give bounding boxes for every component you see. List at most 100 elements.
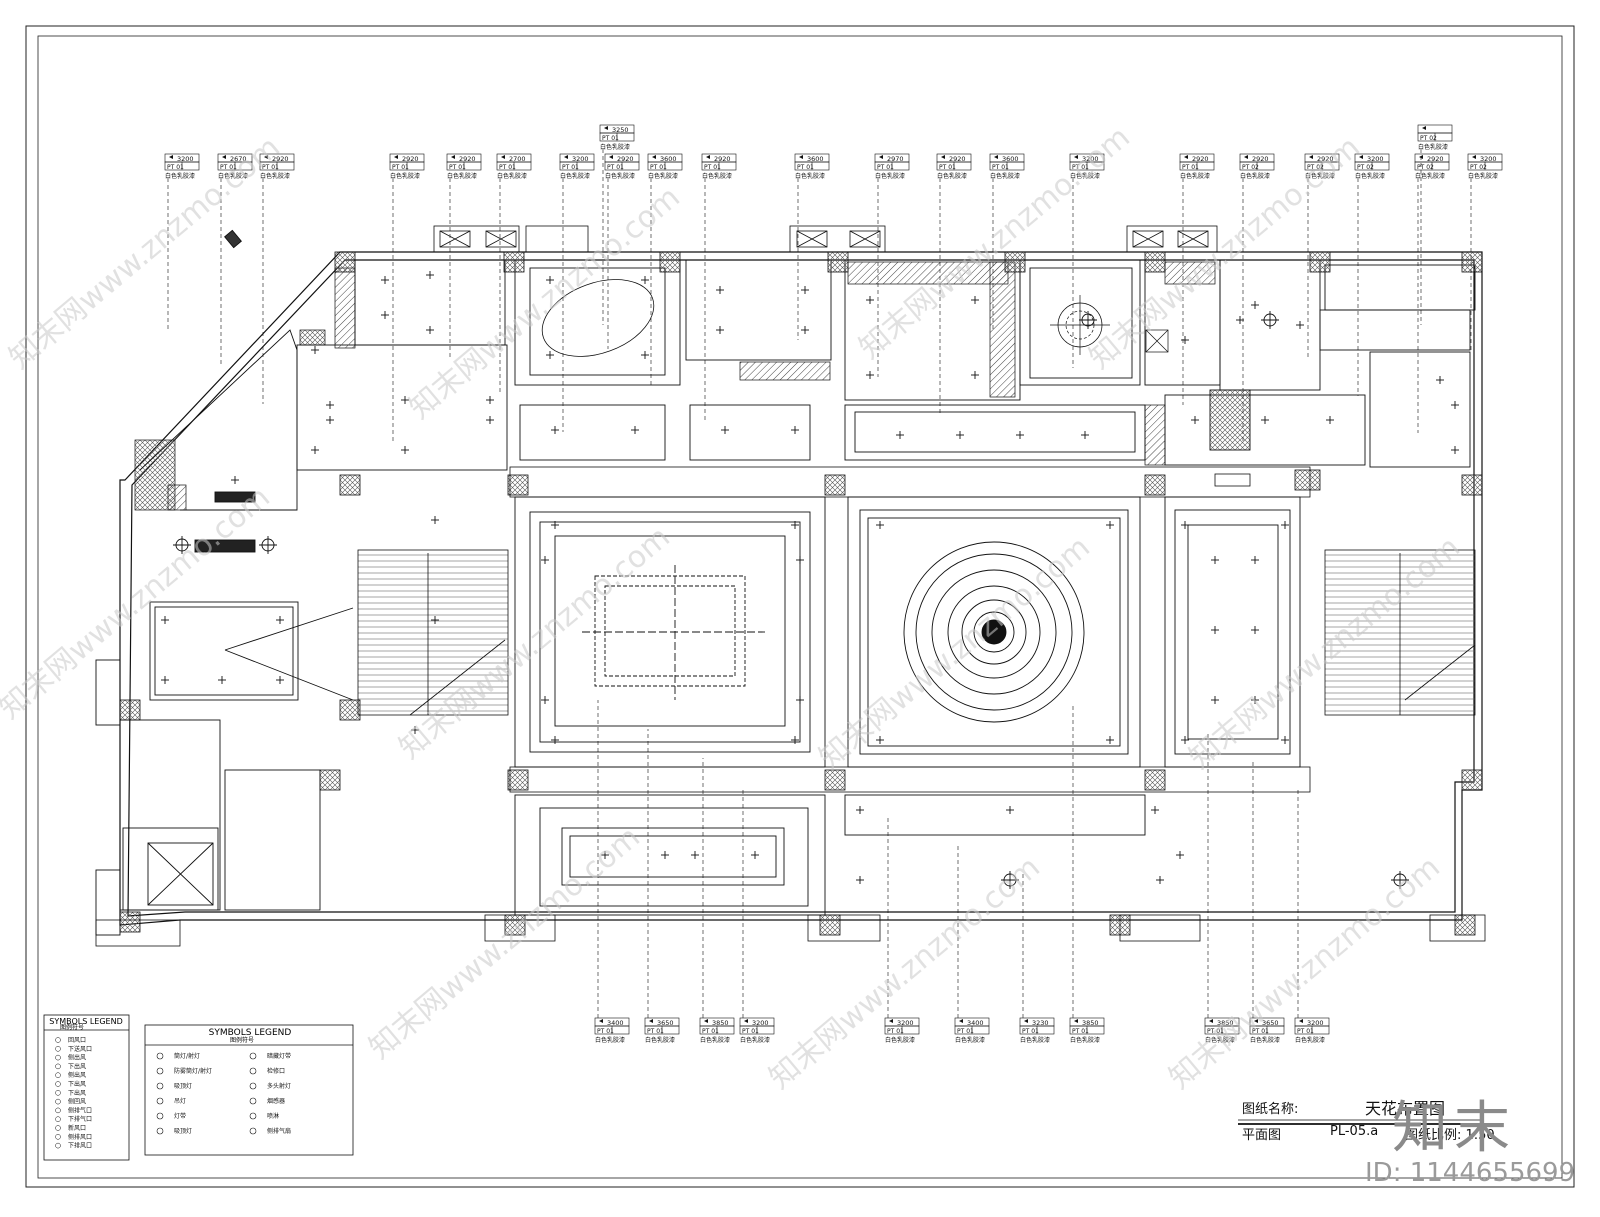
tag-note: 白色乳胶漆 (497, 172, 527, 180)
light-fixture-icon (791, 426, 799, 434)
hall-frieze (509, 466, 1311, 793)
tag-material: PT 02 (1420, 135, 1437, 142)
light-fixture-icon (551, 736, 559, 744)
legend-item: 侧出风 (68, 1054, 86, 1062)
tag-note: 白色乳胶漆 (1070, 1036, 1100, 1044)
light-fixture-icon (866, 296, 874, 304)
drawing-name-value: 天花布置图 (1365, 1099, 1446, 1118)
watermark-text: 知末网www.znzmo.com (403, 180, 687, 426)
lower-rooms (95, 659, 1146, 936)
drawing-name-label: 图纸名称: (1242, 1102, 1299, 1117)
tag-note: 白色乳胶漆 (1305, 172, 1335, 180)
top-vents (433, 225, 1218, 253)
legend-item: 喷淋 (267, 1112, 279, 1120)
legend-small-subtitle: 图例符号 (60, 1023, 84, 1031)
tag-material: PT 01 (262, 164, 279, 171)
legend-item: 下出风 (68, 1089, 86, 1097)
legend-large (144, 1024, 354, 1156)
light-fixture-icon (1006, 806, 1014, 814)
legend-symbol-icon (156, 1127, 164, 1135)
legend-item: 侧排气扇 (267, 1127, 291, 1135)
tag-height: 2920 (1192, 155, 1209, 163)
legend-symbol-icon (55, 1107, 61, 1114)
legend-item: 下出风 (68, 1080, 86, 1088)
legend-symbol-icon (249, 1067, 257, 1075)
tag-note: 白色乳胶漆 (1250, 1036, 1280, 1044)
tag-height: 3600 (1002, 155, 1019, 163)
light-fixture-icon (1451, 401, 1459, 409)
downlight-icon (1261, 311, 1279, 329)
legend-symbol-icon (249, 1127, 257, 1135)
tag-note: 白色乳胶漆 (1205, 1036, 1235, 1044)
light-fixture-icon (431, 616, 439, 624)
light-fixtures (161, 271, 1459, 889)
tag-height: 2920 (402, 155, 419, 163)
tag-material: PT 01 (704, 164, 721, 171)
light-fixture-icon (426, 271, 434, 279)
light-fixture-icon (1251, 626, 1259, 634)
light-fixture-icon (1236, 316, 1244, 324)
legend-symbol-icon (55, 1046, 61, 1052)
tag-note: 白色乳胶漆 (560, 172, 590, 180)
legend-item: 回风口 (68, 1037, 86, 1044)
light-fixture-icon (1251, 696, 1259, 704)
tag-height: 2920 (272, 155, 289, 163)
light-fixture-icon (381, 276, 389, 284)
light-fixture-icon (1211, 556, 1219, 564)
tag-height: 3200 (1307, 1019, 1324, 1027)
tag-note: 白色乳胶漆 (595, 1036, 625, 1044)
light-fixture-icon (716, 286, 724, 294)
tag-material: PT 01 (647, 1028, 664, 1035)
legend-symbol-icon (156, 1082, 164, 1090)
light-fixture-icon (1016, 431, 1024, 439)
tag-material: PT 01 (1072, 164, 1089, 171)
left-wing (139, 229, 354, 701)
tag-note: 白色乳胶漆 (447, 172, 477, 180)
tag-note: 白色乳胶漆 (1468, 172, 1498, 180)
light-fixture-icon (791, 736, 799, 744)
watermark-text: 知末网www.znzmo.com (0, 480, 277, 726)
legend-item: 侧排气口 (68, 1106, 92, 1114)
legend-symbol-icon (156, 1067, 164, 1075)
legend-item: 防雾筒灯/射灯 (174, 1067, 212, 1075)
light-fixture-icon (661, 851, 669, 859)
light-fixture-icon (856, 806, 864, 814)
plan-label: 平面图 (1242, 1128, 1282, 1143)
tag-note: 白色乳胶漆 (1020, 1036, 1050, 1044)
tag-note: 白色乳胶漆 (605, 172, 635, 180)
light-fixture-icon (1281, 736, 1289, 744)
tag-note: 白色乳胶漆 (645, 1036, 675, 1044)
tag-note: 白色乳胶漆 (1418, 143, 1448, 151)
legend-item: 下送风口 (68, 1045, 92, 1053)
legend-item: 新风口 (68, 1124, 86, 1132)
tag-material: PT 01 (1022, 1028, 1039, 1035)
light-fixture-icon (1081, 431, 1089, 439)
light-fixture-icon (311, 446, 319, 454)
upper-rooms (296, 259, 1476, 471)
tag-height: 3600 (807, 155, 824, 163)
tag-height: 3200 (572, 155, 589, 163)
tag-height: 3650 (1262, 1019, 1279, 1027)
light-fixture-icon (1181, 336, 1189, 344)
tag-height: 3850 (1082, 1019, 1099, 1027)
tag-height: 3400 (607, 1019, 624, 1027)
legend-symbol-icon (55, 1081, 61, 1087)
light-fixture-icon (641, 276, 649, 284)
tag-height: 2670 (230, 155, 247, 163)
light-fixture-icon (641, 351, 649, 359)
